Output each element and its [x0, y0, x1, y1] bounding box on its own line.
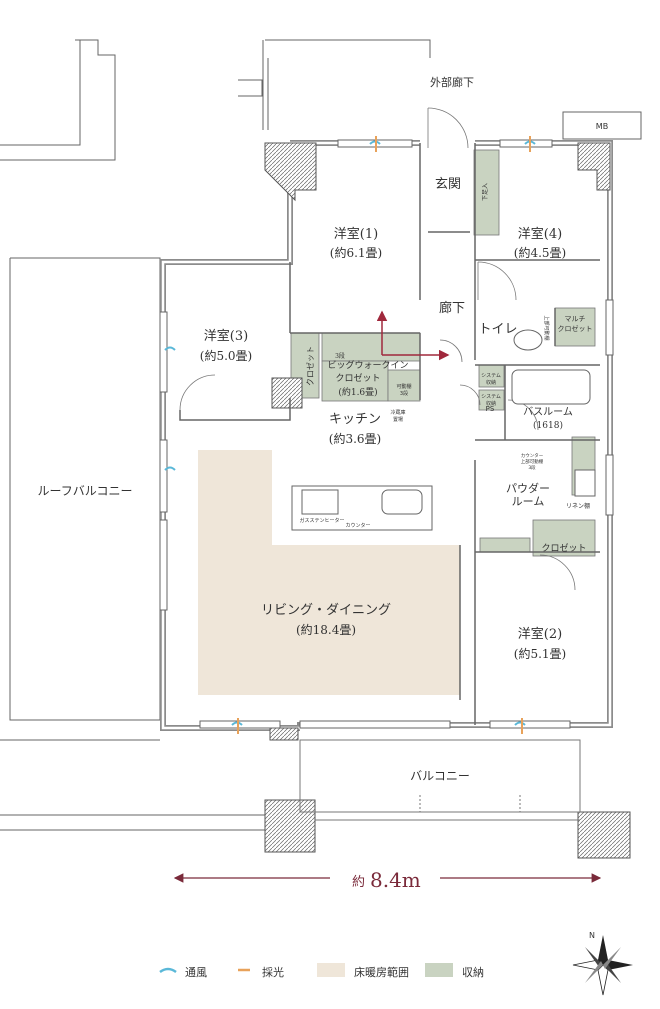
counter-shelf-1: カウンター — [521, 452, 544, 459]
building-context — [0, 39, 642, 831]
room-western3-name: 洋室(3) — [204, 328, 248, 344]
multi-closet-label-2: クロゼット — [558, 324, 593, 333]
room-entrance: 玄関 — [435, 177, 461, 192]
room-western1-name: 洋室(1) — [334, 226, 378, 242]
legend-storage-label: 収納 — [462, 966, 484, 979]
system-storage-2b: 収納 — [486, 400, 496, 407]
legend-ventilation-label: 通風 — [185, 966, 207, 979]
partitions — [179, 143, 600, 725]
floor-heating-area — [198, 450, 460, 695]
walkin-prefix: 3段 — [335, 352, 345, 360]
system-storage-2: システム — [481, 394, 501, 400]
ps-label: PS — [486, 405, 495, 413]
outer-corridor-label: 外部廊下 — [430, 75, 474, 89]
mb-label: MB — [596, 122, 608, 131]
room-powder-name1: パウダー — [506, 481, 550, 495]
upper-shelf-label: 上部可動棚 — [543, 315, 550, 340]
fridge-2: 置場 — [393, 416, 403, 423]
door-swings — [179, 107, 576, 591]
room-western4-size: (約4.5畳) — [514, 245, 566, 260]
dimension-prefix: 約 — [352, 875, 365, 890]
legend-floorheat-label: 床暖房範囲 — [354, 965, 409, 979]
fridge-1: 冷蔵庫 — [390, 409, 405, 416]
system-storage-1: システム — [481, 373, 501, 379]
room-western2-name: 洋室(2) — [518, 626, 562, 642]
room-bathroom-size: (1618) — [533, 420, 563, 431]
room-western4-name: 洋室(4) — [518, 226, 562, 242]
room-western1-size: (約6.1畳) — [330, 245, 382, 260]
room-hallway: 廊下 — [439, 300, 465, 316]
gas-label: ガスステンヒーター — [299, 517, 344, 524]
dimension-label-bg — [330, 862, 440, 892]
movable-shelf-2: 3段 — [400, 390, 408, 397]
compass-label: N — [589, 931, 595, 940]
room-powder-name2: ルーム — [512, 495, 545, 508]
kitchen-counter — [291, 485, 433, 531]
room-living-name: リビング・ダイニング — [261, 603, 391, 618]
room-bathroom-name: バスルーム — [523, 406, 573, 418]
multi-closet-label-1: マルチ — [565, 315, 586, 323]
balcony-label: バルコニー — [410, 769, 470, 783]
room-kitchen-size: (約3.6畳) — [329, 431, 381, 446]
movable-shelf-1: 可動棚 — [396, 383, 411, 390]
columns — [264, 142, 631, 859]
bathtub — [511, 369, 591, 405]
legend-storage-swatch — [425, 963, 453, 977]
closet-bottom-right-label: クロゼット — [541, 542, 586, 554]
linen-label: リネン棚 — [566, 502, 590, 510]
room-toilet: トイレ — [478, 322, 517, 337]
dimension-value: 8.4m — [370, 868, 421, 892]
room-western3-size: (約5.0畳) — [200, 348, 252, 363]
legend-floorheat-swatch — [317, 963, 345, 977]
toilet — [513, 329, 543, 351]
walkin-name: ビッグウォークイン — [327, 359, 408, 371]
room-living-size: (約18.4畳) — [296, 622, 356, 637]
system-storage-1b: 収納 — [486, 379, 496, 386]
room-western2-size: (約5.1畳) — [514, 646, 566, 661]
roof-balcony-label: ルーフバルコニー — [37, 484, 132, 498]
light-marks — [237, 136, 531, 734]
walkin-size: (約1.6畳) — [338, 386, 377, 398]
counter-shelf-3: 3段 — [528, 464, 536, 471]
legend-light-label: 採光 — [262, 965, 284, 979]
shoe-box-label: 下足入 — [482, 183, 489, 201]
legend: 通風 採光 床暖房範囲 収納 — [159, 963, 484, 979]
room-kitchen-name: キッチン — [329, 412, 381, 427]
counter-shelf-2: 上部可動棚 — [521, 458, 544, 465]
walkin-sub: クロゼット — [335, 372, 380, 384]
legend-ventilation-icon — [159, 967, 177, 974]
storage-areas — [290, 149, 596, 557]
counter-label: カウンター — [345, 522, 370, 529]
washbasin — [574, 469, 596, 497]
balcony-structure — [299, 739, 581, 821]
closet-left-label: クロゼット — [305, 346, 315, 386]
compass-icon — [572, 935, 633, 996]
